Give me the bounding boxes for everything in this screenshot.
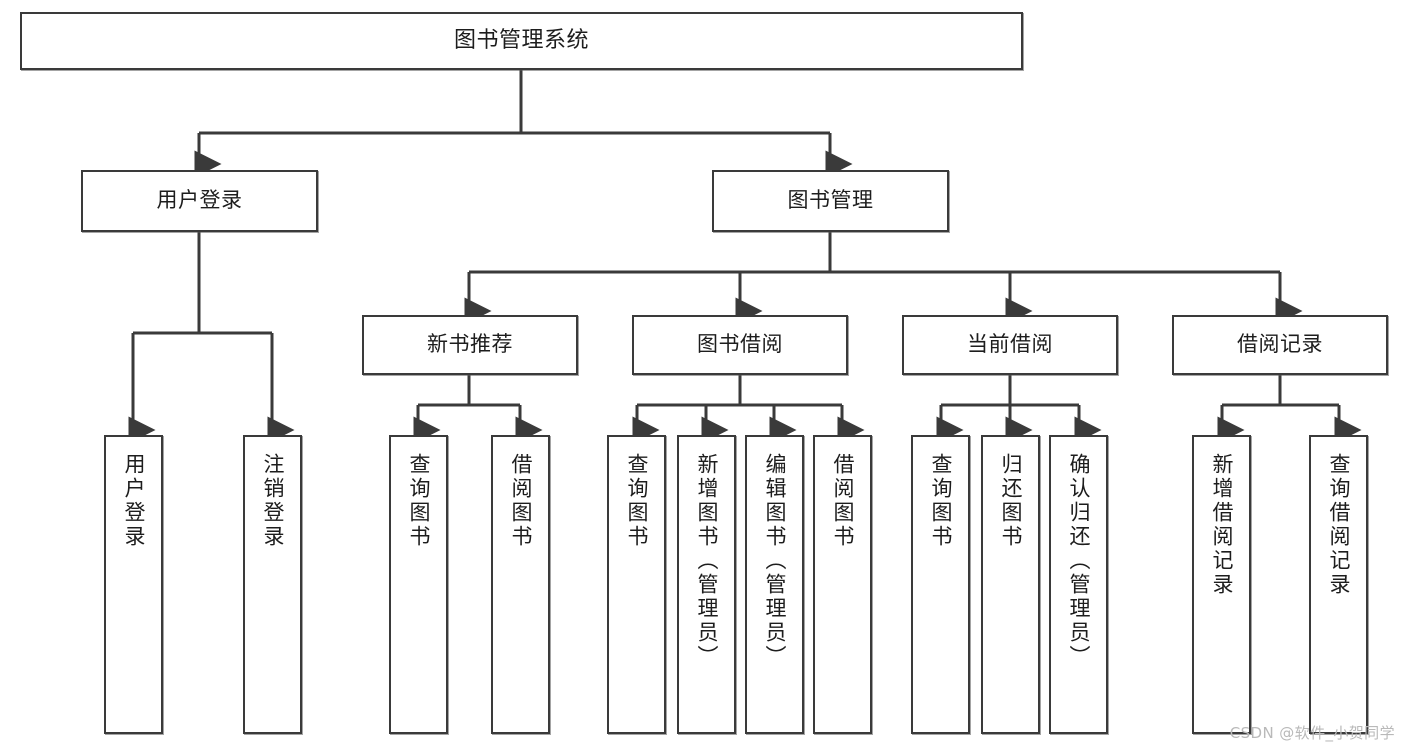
node-label: 查询图书 — [929, 453, 953, 549]
node-leaf-query-book-borrow[interactable]: 查询图书 — [607, 435, 666, 734]
node-book-borrow[interactable]: 图书借阅 — [632, 315, 848, 375]
node-label: 确认归还（管理员） — [1067, 453, 1091, 669]
node-label: 查询借阅记录 — [1327, 453, 1351, 597]
node-root-system[interactable]: 图书管理系统 — [20, 12, 1023, 70]
node-label: 编辑图书（管理员） — [763, 453, 787, 669]
node-leaf-query-borrow-record[interactable]: 查询借阅记录 — [1309, 435, 1368, 734]
node-label: 新增图书（管理员） — [695, 453, 719, 669]
node-label: 用户登录 — [122, 453, 146, 549]
node-label: 归还图书 — [999, 453, 1023, 549]
node-label: 注销登录 — [261, 453, 285, 549]
node-label: 借阅图书 — [831, 453, 855, 549]
node-leaf-edit-book-admin[interactable]: 编辑图书（管理员） — [745, 435, 804, 734]
node-label: 图书借阅 — [697, 332, 783, 357]
node-leaf-query-book-current[interactable]: 查询图书 — [911, 435, 970, 734]
node-leaf-return-book[interactable]: 归还图书 — [981, 435, 1040, 734]
node-label: 借阅记录 — [1237, 332, 1323, 357]
node-leaf-borrow-book[interactable]: 借阅图书 — [813, 435, 872, 734]
node-leaf-add-book-admin[interactable]: 新增图书（管理员） — [677, 435, 736, 734]
node-label: 借阅图书 — [509, 453, 533, 549]
node-label: 当前借阅 — [967, 332, 1053, 357]
node-borrow-record[interactable]: 借阅记录 — [1172, 315, 1388, 375]
node-book-management[interactable]: 图书管理 — [712, 170, 949, 232]
node-label: 图书管理 — [787, 188, 874, 213]
node-label: 查询图书 — [625, 453, 649, 549]
watermark-text: CSDN @软件_小贺同学 — [1229, 724, 1395, 742]
node-leaf-add-borrow-record[interactable]: 新增借阅记录 — [1192, 435, 1251, 734]
node-leaf-query-book-new[interactable]: 查询图书 — [389, 435, 448, 734]
node-user-login[interactable]: 用户登录 — [81, 170, 318, 232]
node-leaf-borrow-book-new[interactable]: 借阅图书 — [491, 435, 550, 734]
node-label: 用户登录 — [156, 188, 243, 213]
node-leaf-confirm-return-admin[interactable]: 确认归还（管理员） — [1049, 435, 1108, 734]
node-new-book-recommend[interactable]: 新书推荐 — [362, 315, 578, 375]
node-leaf-user-login[interactable]: 用户登录 — [104, 435, 163, 734]
node-label: 新增借阅记录 — [1210, 453, 1234, 597]
node-label: 图书管理系统 — [453, 27, 589, 53]
node-leaf-logout[interactable]: 注销登录 — [243, 435, 302, 734]
node-label: 新书推荐 — [427, 332, 513, 357]
node-label: 查询图书 — [407, 453, 431, 549]
node-current-borrow[interactable]: 当前借阅 — [902, 315, 1118, 375]
